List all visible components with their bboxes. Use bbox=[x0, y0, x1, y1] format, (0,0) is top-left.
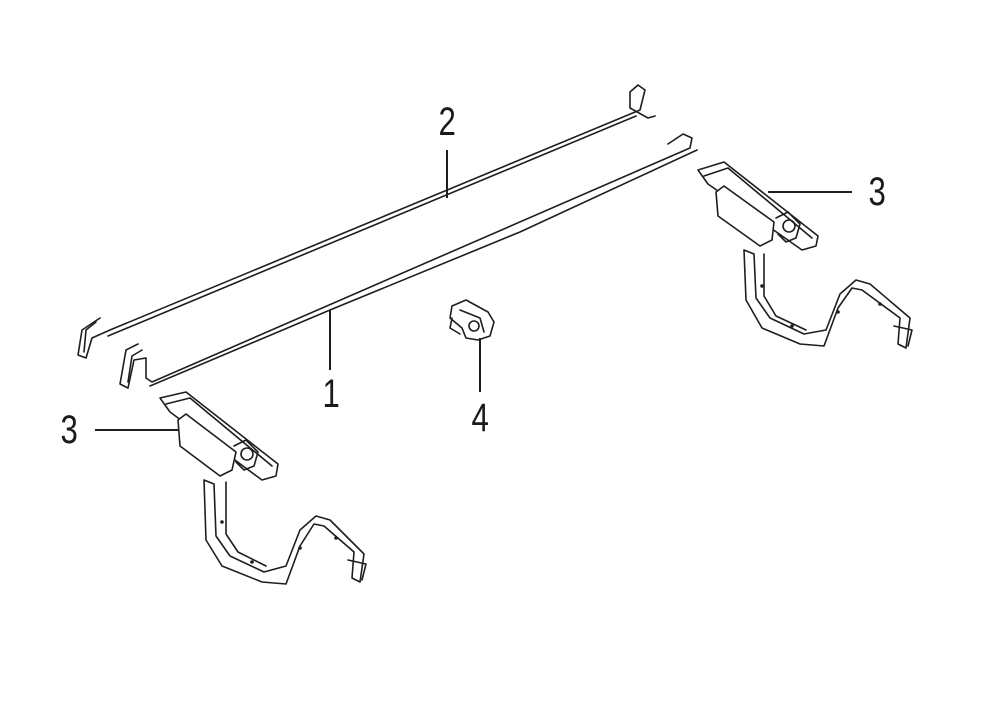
hinge-part-3-left bbox=[159, 391, 367, 585]
callout-4: 4 bbox=[471, 396, 489, 440]
rod-part-2 bbox=[77, 84, 656, 359]
callout-2: 2 bbox=[438, 100, 456, 144]
hinge-part-3-right bbox=[697, 161, 913, 349]
clip-part-4 bbox=[449, 299, 495, 341]
rod-part-1 bbox=[119, 133, 698, 389]
callout-1: 1 bbox=[322, 372, 340, 416]
callout-3-right: 3 bbox=[868, 170, 886, 214]
callout-3-left: 3 bbox=[60, 408, 78, 452]
